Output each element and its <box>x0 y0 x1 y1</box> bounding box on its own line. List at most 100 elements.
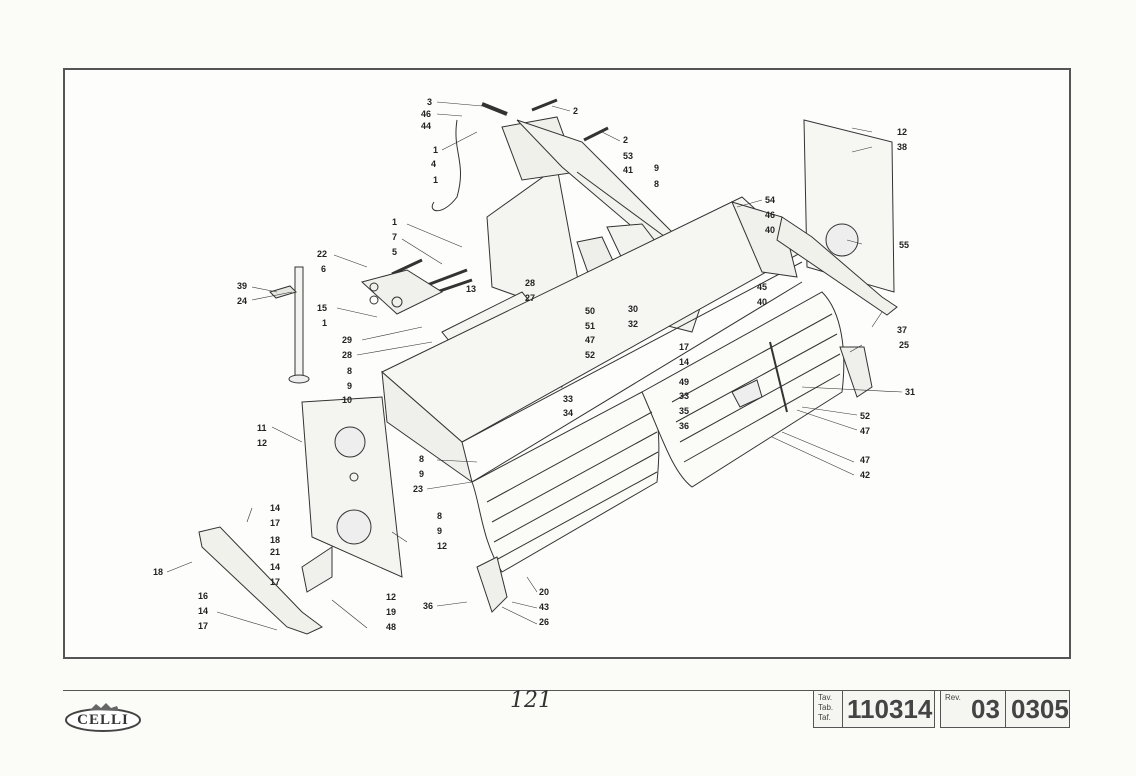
callout-label: 28 <box>342 350 353 360</box>
callout-label: 52 <box>585 350 596 360</box>
callout-label: 36 <box>679 421 690 431</box>
callout-label: 41 <box>623 165 634 175</box>
callout-label: 14 <box>270 562 281 572</box>
callout-label: 40 <box>765 225 776 235</box>
callout-label: 1 <box>433 175 439 185</box>
callout-label: 8 <box>437 511 443 521</box>
callout-label: 5 <box>392 247 398 257</box>
callout-label: 18 <box>270 535 281 545</box>
callout-label: 6 <box>321 264 327 274</box>
callout-label: 8 <box>347 366 353 376</box>
callout-label: 45 <box>757 282 768 292</box>
callout-label: 12 <box>386 592 397 602</box>
callout-label: 42 <box>860 470 871 480</box>
callout-label: 1 <box>392 217 398 227</box>
adjuster-screw <box>731 341 788 413</box>
callout-label: 12 <box>437 541 448 551</box>
callout-label: 24 <box>237 296 248 306</box>
taf-label: Taf. <box>818 713 831 722</box>
callout-label: 1 <box>433 145 439 155</box>
callout-label: 14 <box>270 503 281 513</box>
callout-label: 33 <box>563 394 574 404</box>
divider <box>842 691 843 727</box>
callout-label: 34 <box>563 408 574 418</box>
rev-label: Rev. <box>945 693 961 702</box>
callout-label: 17 <box>270 577 281 587</box>
callout-label: 9 <box>437 526 443 536</box>
callout-label: 23 <box>413 484 424 494</box>
callout-label: 16 <box>198 591 209 601</box>
callout-label: 20 <box>539 587 550 597</box>
callout-label: 7 <box>392 232 398 242</box>
callout-label: 33 <box>679 391 690 401</box>
callout-label: 2 <box>573 106 579 116</box>
callout-label: 11 <box>257 423 267 433</box>
callout-label: 46 <box>765 210 776 220</box>
callout-label: 51 <box>585 321 596 331</box>
callout-label: 43 <box>539 602 550 612</box>
divider <box>1005 691 1006 727</box>
handwritten-text: 121 <box>510 688 552 713</box>
callout-label: 35 <box>679 406 690 416</box>
callout-label: 1 <box>322 318 328 328</box>
callout-label: 47 <box>860 455 871 465</box>
callout-label: 55 <box>899 240 910 250</box>
callout-label: 12 <box>257 438 268 448</box>
table-number-box: Tav. Tab. Taf. 110314 <box>813 690 935 728</box>
callout-label: 17 <box>679 342 690 352</box>
callout-label: 17 <box>270 518 281 528</box>
callout-label: 30 <box>628 304 639 314</box>
handwritten-page-mark: 121 <box>510 688 580 714</box>
callout-label: 9 <box>419 469 425 479</box>
callout-label: 17 <box>198 621 209 631</box>
callout-label: 52 <box>860 411 871 421</box>
callout-label: 4 <box>431 159 437 169</box>
callout-label: 9 <box>654 163 660 173</box>
parking-stand <box>269 266 310 384</box>
drawing-frame: 3 46 44 1 4 1 2 2 53 41 9 8 12 38 54 46 … <box>63 68 1071 659</box>
revision-box: Rev. 03 0305 <box>940 690 1070 728</box>
logo-text: CELLI <box>77 712 129 728</box>
skids <box>198 346 873 635</box>
callout-label: 32 <box>628 319 639 329</box>
revision-number: 03 <box>971 694 1000 724</box>
callout-label: 2 <box>623 135 629 145</box>
callout-label: 47 <box>860 426 871 436</box>
callout-label: 39 <box>237 281 248 291</box>
callout-label: 38 <box>897 142 908 152</box>
date-code: 0305 <box>1011 694 1069 724</box>
callout-label: 10 <box>342 395 353 405</box>
callout-label: 13 <box>466 284 477 294</box>
celli-logo: CELLI <box>64 702 142 732</box>
callout-label: 8 <box>419 454 425 464</box>
tab-label: Tab. <box>818 703 834 712</box>
leader-lines <box>166 101 903 631</box>
callout-label: 29 <box>342 335 353 345</box>
right-side-plate <box>776 119 898 316</box>
callout-label: 12 <box>897 127 908 137</box>
callout-label: 28 <box>525 278 536 288</box>
callout-label: 53 <box>623 151 634 161</box>
callout-label: 21 <box>270 547 281 557</box>
callout-label: 19 <box>386 607 397 617</box>
callout-label: 50 <box>585 306 596 316</box>
callout-label: 44 <box>421 121 432 131</box>
callout-label: 46 <box>421 109 432 119</box>
callout-label: 14 <box>198 606 209 616</box>
callout-label: 26 <box>539 617 550 627</box>
callout-label: 37 <box>897 325 908 335</box>
callout-label: 40 <box>757 297 768 307</box>
left-side-plate <box>301 396 403 578</box>
callout-label: 48 <box>386 622 397 632</box>
callout-label: 47 <box>585 335 596 345</box>
callout-label: 22 <box>317 249 328 259</box>
callout-label: 36 <box>423 601 434 611</box>
table-number: 110314 <box>847 694 933 724</box>
callout-label: 27 <box>525 293 536 303</box>
callout-label: 31 <box>905 387 916 397</box>
callout-label: 54 <box>765 195 776 205</box>
callout-label: 8 <box>654 179 660 189</box>
tav-label: Tav. <box>818 693 833 702</box>
callout-label: 9 <box>347 381 353 391</box>
callout-label: 18 <box>153 567 164 577</box>
